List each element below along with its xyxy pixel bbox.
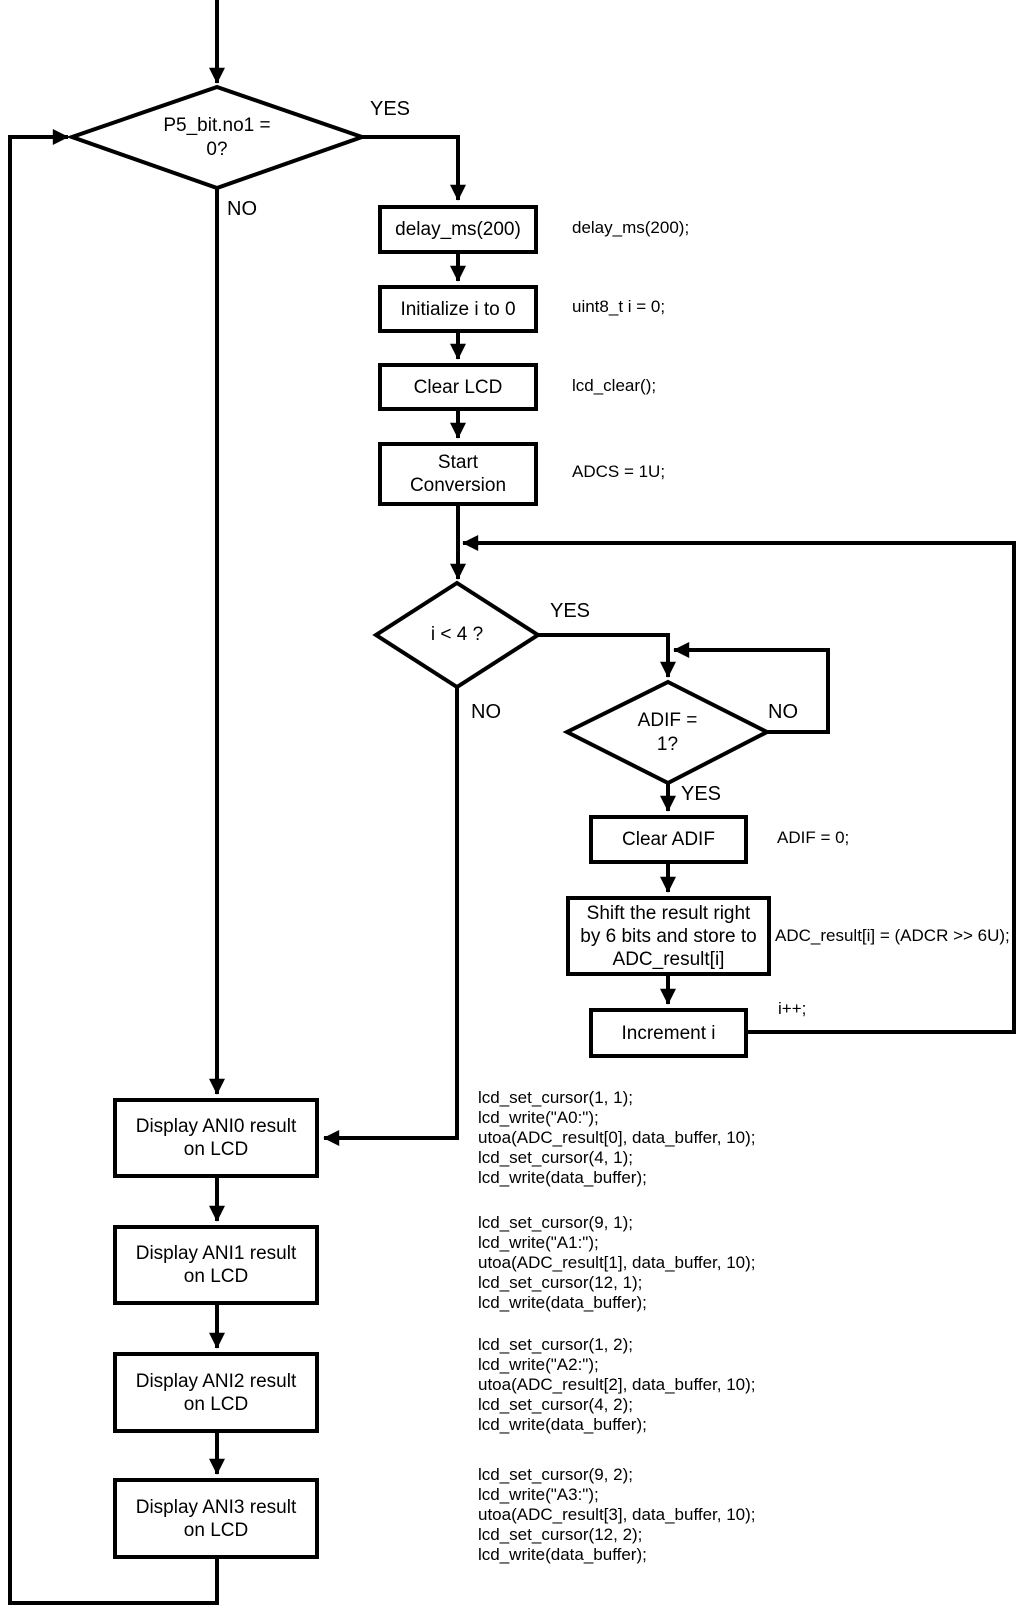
code-annotation-init-i: uint8_t i = 0; [572,297,666,316]
edge-p5-yes [362,135,466,201]
code-annotation-clear-adif: ADIF = 0; [777,828,850,847]
process-display-ani2: Display ANI2 result on LCD [113,1352,319,1433]
process-shift-result: Shift the result right by 6 bits and sto… [566,896,771,976]
process-display-ani1: Display ANI1 result on LCD [113,1225,319,1305]
code-annotation-start-conversion: ADCS = 1U; [572,462,666,481]
branch-label-adif-no: NO [768,701,798,723]
code-annotation-delay: delay_ms(200); [572,218,690,237]
code-annotation-display-ani1: lcd_set_cursor(9, 1); lcd_write("A1:"); … [478,1213,756,1312]
branch-label-i4-no: NO [471,701,501,723]
decision-p5-label: P5_bit.no1 = 0? [163,114,271,160]
process-increment-i: Increment i [589,1008,748,1058]
process-start-conversion: Start Conversion [378,442,538,506]
process-display-ani0: Display ANI0 result on LCD [113,1098,319,1178]
decision-adif-shape [562,679,772,786]
edge-i4-no [323,683,459,1146]
branch-label-i4-yes: YES [550,600,591,622]
process-display-ani3: Display ANI3 result on LCD [113,1478,319,1559]
code-annotation-clear-lcd: lcd_clear(); [572,376,657,395]
code-annotation-display-ani3: lcd_set_cursor(9, 2); lcd_write("A3:"); … [478,1465,756,1564]
code-annotation-shift-result: ADC_result[i] = (ADCR >> 6U); [775,926,1010,945]
process-delay: delay_ms(200) [378,205,538,254]
edge-adif-no-loop [673,642,830,734]
decision-adif-label: ADIF = 1? [637,709,698,755]
edge-main-loopback [8,129,219,1605]
code-annotation-display-ani2: lcd_set_cursor(1, 2); lcd_write("A2:"); … [478,1335,756,1434]
decision-i4-label: i < 4 ? [430,624,484,645]
code-annotation-display-ani0: lcd_set_cursor(1, 1); lcd_write("A0:"); … [478,1088,756,1187]
decision-p5-shape [65,84,369,191]
branch-label-p5-no: NO [227,198,257,220]
branch-label-p5-yes: YES [370,98,411,120]
edge-increment-loopback [462,535,1016,1034]
edge-i4-yes [538,633,676,678]
process-init-i: Initialize i to 0 [378,285,538,333]
branch-label-adif-yes: YES [681,783,722,805]
code-annotation-increment-i: i++; [778,999,807,1018]
decision-i4-shape [372,580,542,690]
process-clear-adif: Clear ADIF [589,815,748,864]
process-clear-lcd: Clear LCD [378,363,538,411]
